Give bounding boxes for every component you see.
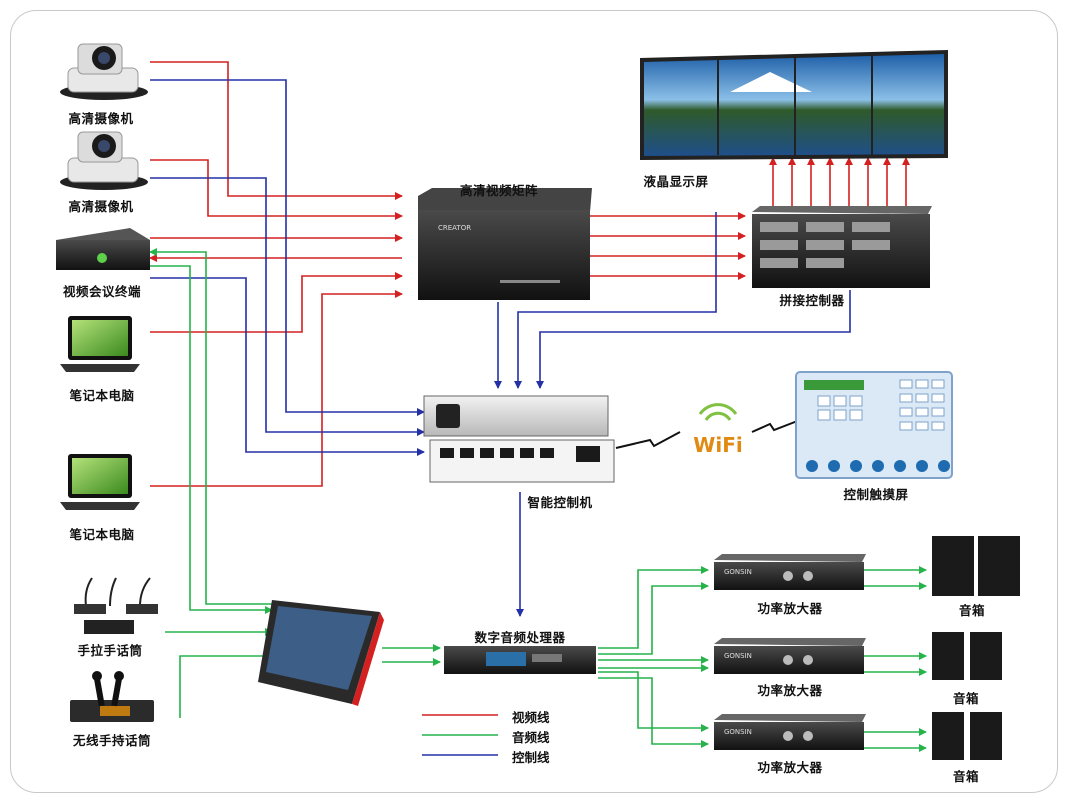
laptop-1-icon [60,316,140,372]
matrix-brand-text: CREATOR [438,224,471,232]
speaker-3-icon [932,712,1002,760]
touch-panel-label: 控制触摸屏 [843,487,909,502]
camera-1-label: 高清摄像机 [68,111,134,126]
central-controller-icon [423,395,615,483]
amplifier-brand-text: GONSIN [724,568,752,576]
video-conference-terminal-icon [56,228,150,270]
video-matrix-icon: CREATOR [418,188,592,300]
lcd-wall-label: 液晶显示屏 [643,174,709,189]
gooseneck-microphone-icon [74,577,158,634]
camera-2-icon [60,131,148,190]
wifi-text: WiFi [693,433,742,457]
wireless-mic-label: 无线手持话筒 [72,733,152,748]
audio-processor-icon [444,646,596,674]
laptop-1-label: 笔记本电脑 [69,388,135,403]
camera-1-icon [60,43,148,100]
legend-video-label: 视频线 [512,710,550,725]
dsp-label: 数字音频处理器 [474,630,566,645]
audio-mixer-icon [258,600,384,706]
splicer-label: 拼接控制器 [779,293,845,308]
amplifier-1-icon: GONSIN [714,554,866,590]
amplifier-2-icon: GONSIN [714,638,866,674]
laptop-2-icon [60,454,140,510]
video-conference-label: 视频会议终端 [62,284,142,299]
amplifier-brand-text: GONSIN [724,728,752,736]
camera-2-label: 高清摄像机 [68,199,134,214]
speaker-3-label: 音箱 [952,769,980,784]
legend-audio-label: 音频线 [512,730,550,745]
touch-panel-icon [795,371,953,479]
amplifier-1-label: 功率放大器 [757,601,823,616]
speaker-1-label: 音箱 [958,603,986,618]
wireless-microphone-icon [70,671,154,722]
central-controller-label: 智能控制机 [527,495,593,510]
matrix-label: 高清视频矩阵 [459,183,539,198]
amplifier-2-label: 功率放大器 [757,683,823,698]
speaker-2-label: 音箱 [952,691,980,706]
gooseneck-mic-label: 手拉手话筒 [77,643,143,658]
speaker-1-icon [932,536,1020,596]
speaker-2-icon [932,632,1002,680]
lcd-video-wall-icon [640,50,948,160]
legend-control-label: 控制线 [512,750,550,765]
laptop-2-label: 笔记本电脑 [69,527,135,542]
amplifier-3-label: 功率放大器 [757,760,823,775]
wifi-link-icon: WiFi [615,403,801,457]
amplifier-3-icon: GONSIN [714,714,866,750]
splicing-controller-icon [752,206,932,288]
amplifier-brand-text: GONSIN [724,652,752,660]
legend-swatches [422,714,498,756]
